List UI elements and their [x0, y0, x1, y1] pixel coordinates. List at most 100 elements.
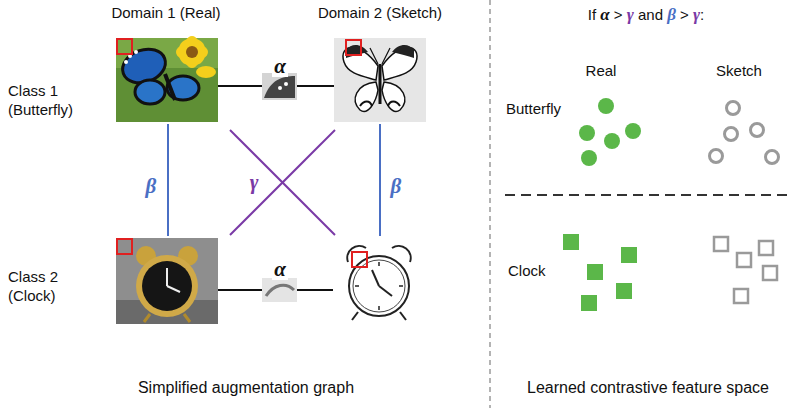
heading-glyph — [676, 6, 680, 23]
real-butterfly-points — [604, 133, 620, 149]
alpha-edge — [297, 85, 334, 87]
gamma-edge — [230, 130, 335, 235]
alpha-edge — [218, 289, 262, 291]
real-butterfly-points — [598, 98, 614, 114]
real-clock-points — [563, 234, 637, 311]
heading-glyph: : — [700, 6, 704, 23]
heading-glyph: I — [588, 6, 592, 23]
sketch-clock-points — [714, 237, 728, 251]
heading-glyph: > — [680, 6, 689, 23]
real-butterfly-points — [625, 123, 641, 139]
real-clock-points — [621, 247, 637, 263]
clock-photo — [116, 238, 218, 324]
clock-sketch — [352, 252, 367, 267]
divider-line — [489, 0, 491, 408]
butterfly-sketch — [382, 82, 405, 111]
butterfly-photo — [124, 60, 128, 64]
butterfly-photo — [174, 34, 216, 78]
real-clock-points — [581, 295, 597, 311]
sketch-butterfly-points — [766, 151, 779, 164]
clock-sketch — [355, 262, 403, 310]
real-clock-points — [587, 264, 603, 280]
augmentation-crop — [278, 86, 282, 90]
edge-weight: β — [389, 176, 404, 197]
sketch-clock-points — [734, 289, 748, 303]
augmentation-crop — [264, 76, 295, 98]
beta-edge — [379, 124, 381, 236]
clock-sketch — [400, 312, 406, 320]
sketch-butterfly-points — [710, 102, 779, 164]
heading-glyph: a — [638, 6, 646, 23]
clock-photo — [144, 314, 150, 322]
clock-photo — [166, 268, 168, 286]
real-clock-points — [563, 234, 579, 250]
sketch-butterfly-points — [751, 124, 764, 137]
butterfly-photo — [196, 66, 216, 78]
condition-heading: If α > γ and β > γ: — [588, 4, 705, 25]
butterfly-photo — [135, 80, 165, 104]
heading-glyph: γ — [693, 5, 700, 24]
butterfly-photo — [134, 50, 138, 54]
clock-sketch — [378, 306, 380, 310]
butterfly-sketch — [355, 82, 378, 111]
edge-weight: β — [144, 176, 159, 197]
heading-glyph — [623, 6, 627, 23]
butterfly-sketch — [360, 102, 372, 107]
heading-glyph: γ — [627, 5, 634, 24]
real-butterfly-points — [579, 125, 595, 141]
heading-glyph: f — [592, 6, 596, 23]
butterfly-sketch — [370, 48, 390, 64]
augmentation-crop — [262, 73, 297, 100]
clock-sketch — [372, 270, 379, 286]
sketch-clock-points — [763, 266, 777, 280]
butterfly-sketch — [346, 45, 368, 58]
gamma-edge — [230, 130, 335, 235]
clock-sketch — [333, 238, 426, 324]
sketch-butterfly-points — [710, 150, 723, 163]
clock-sketch — [349, 256, 409, 316]
heading-glyph: α — [600, 5, 609, 24]
butterfly-photo — [186, 46, 198, 58]
clock-sketch — [379, 286, 392, 296]
clock-sketch — [399, 285, 403, 287]
class-label: Butterfly — [506, 100, 561, 119]
real-butterfly-points — [579, 98, 641, 166]
alpha-edge — [218, 85, 262, 87]
panel-caption: Learned contrastive feature space — [527, 378, 769, 398]
alpha-edge — [297, 289, 333, 291]
panel-caption: Simplified augmentation graph — [138, 378, 354, 398]
butterfly-sketch — [379, 64, 382, 104]
edge-weight: γ — [248, 172, 261, 193]
sketch-butterfly-points — [727, 102, 740, 115]
butterfly-sketch — [346, 40, 361, 55]
column-header: Domain 2 (Sketch) — [318, 4, 442, 23]
butterfly-photo — [165, 74, 175, 100]
edge-weight: α — [272, 56, 288, 77]
clock-sketch — [355, 285, 359, 287]
edge-weight: α — [272, 259, 288, 280]
row-label: Class 2 (Clock) — [8, 268, 100, 306]
augmentation-crop — [266, 285, 294, 296]
sketch-clock-points — [737, 253, 751, 267]
clock-photo — [142, 261, 192, 311]
sketch-clock-points — [759, 241, 773, 255]
augmentation-crop — [262, 73, 297, 302]
butterfly-sketch — [388, 102, 400, 107]
clock-sketch — [333, 238, 426, 324]
clock-photo — [167, 286, 180, 292]
butterfly-photo — [116, 34, 218, 122]
heading-glyph — [663, 6, 667, 23]
clock-sketch — [352, 312, 358, 320]
heading-glyph: β — [667, 5, 676, 24]
clock-photo — [116, 238, 218, 324]
beta-edge — [167, 124, 169, 236]
butterfly-photo — [174, 34, 211, 71]
sketch-butterfly-points — [725, 128, 738, 141]
row-label: Class 1 (Butterfly) — [8, 82, 100, 120]
heading-glyph: > — [614, 6, 623, 23]
domain-label: Real — [586, 62, 617, 81]
heading-glyph — [634, 6, 638, 23]
butterfly-sketch — [334, 38, 426, 122]
butterfly-photo — [117, 39, 132, 54]
